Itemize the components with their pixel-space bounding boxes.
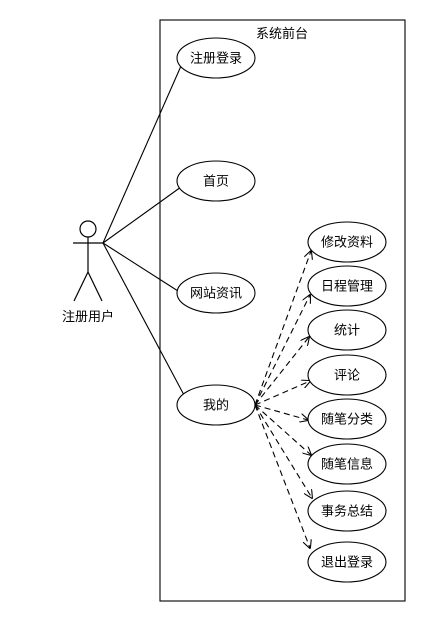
use-case-label: 日程管理 — [321, 280, 373, 295]
actor-right-leg — [87, 271, 103, 302]
use-case-affair-summary: 事务总结 — [307, 490, 387, 532]
use-case-label: 随笔信息 — [321, 457, 373, 473]
use-case-site-news: 网站资讯 — [176, 272, 256, 314]
use-case-ellipse — [176, 37, 256, 79]
association-home — [102, 186, 182, 244]
actor-head — [79, 220, 97, 238]
use-case-label: 修改资料 — [321, 236, 373, 251]
association-mine — [102, 242, 185, 396]
use-case-logout: 退出登录 — [307, 541, 387, 583]
dependency-change-profile — [254, 251, 311, 406]
system-title: 系统前台 — [256, 26, 308, 42]
use-case-label: 我的 — [203, 398, 229, 414]
use-case-schedule-management: 日程管理 — [307, 265, 387, 307]
use-case-ellipse — [307, 398, 387, 440]
use-case-ellipse — [307, 354, 387, 396]
use-case-essay-info: 随笔信息 — [307, 443, 387, 485]
use-case-label: 注册登录 — [190, 52, 242, 67]
use-case-ellipse — [307, 490, 387, 532]
use-case-statistics: 统计 — [307, 309, 387, 351]
use-case-label: 网站资讯 — [190, 287, 242, 302]
use-case-ellipse — [307, 265, 387, 307]
use-case-comment: 评论 — [307, 354, 387, 396]
actor-label: 注册用户 — [62, 309, 114, 325]
use-case-mine: 我的 — [176, 384, 256, 426]
use-case-label: 退出登录 — [321, 556, 373, 571]
actor-registered-user: 注册用户 — [62, 220, 114, 325]
dependency-logout — [254, 404, 310, 548]
use-case-essay-category: 随笔分类 — [307, 398, 387, 440]
use-case-ellipse — [307, 221, 387, 263]
use-case-label: 首页 — [203, 175, 229, 190]
use-case-home: 首页 — [176, 160, 256, 202]
actor-left-leg — [73, 271, 89, 302]
use-case-label: 评论 — [334, 369, 360, 384]
dependency-essay-category — [254, 404, 308, 420]
use-case-ellipse — [307, 541, 387, 583]
dependency-schedule-mgmt — [254, 295, 310, 406]
use-case-ellipse — [176, 384, 256, 426]
association-register-login — [102, 65, 182, 244]
use-case-label: 统计 — [334, 324, 360, 339]
use-case-register-login: 注册登录 — [176, 37, 256, 79]
use-case-change-profile: 修改资料 — [307, 221, 387, 263]
association-site-news — [102, 242, 179, 292]
use-case-ellipse — [307, 443, 387, 485]
system-boundary — [159, 19, 406, 602]
use-case-label: 随笔分类 — [321, 412, 373, 428]
dependency-affair-summary — [254, 404, 312, 498]
use-case-ellipse — [307, 309, 387, 351]
use-case-ellipse — [176, 160, 256, 202]
use-case-ellipse — [176, 272, 256, 314]
dependency-comment — [254, 381, 310, 406]
dependency-stats — [254, 337, 309, 406]
use-case-label: 事务总结 — [321, 504, 373, 520]
dependency-essay-info — [254, 404, 311, 455]
